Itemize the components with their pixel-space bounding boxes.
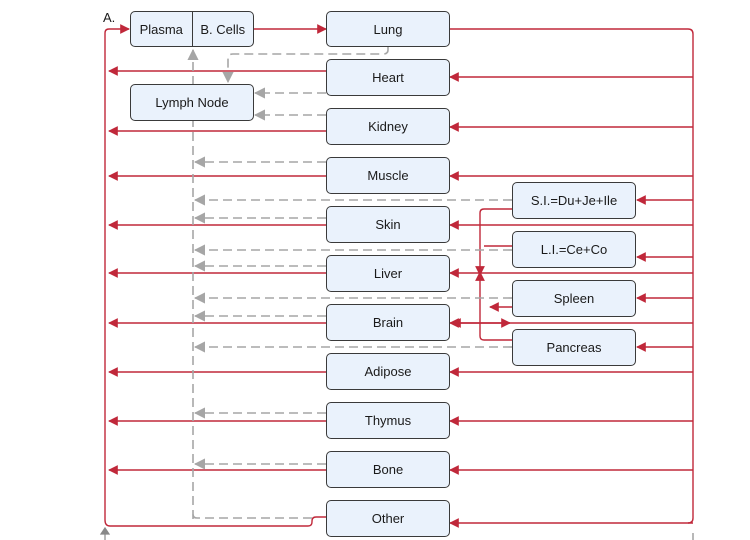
thymus-node: Thymus xyxy=(326,402,450,439)
skin-node: Skin xyxy=(326,206,450,243)
other-node: Other xyxy=(326,500,450,537)
lymph-node: Lymph Node xyxy=(130,84,254,121)
arterial-trunk xyxy=(449,28,694,524)
adipose-node: Adipose xyxy=(326,353,450,390)
other-lymph-edge xyxy=(192,513,312,519)
venous-trunk xyxy=(104,24,130,520)
b-cells-label: B. Cells xyxy=(191,12,254,46)
lung-node: Lung xyxy=(326,11,450,47)
lung-lymph-edge xyxy=(222,47,389,84)
blood-flow-edges xyxy=(104,24,694,528)
heart-node: Heart xyxy=(326,59,450,96)
spleen-node: Spleen xyxy=(512,280,636,317)
large-intestine-node: L.I.=Ce+Co xyxy=(512,231,636,268)
plasma-label: Plasma xyxy=(139,21,183,37)
si-portal-edge xyxy=(475,208,512,276)
lymph-flow-edges xyxy=(187,47,512,519)
pancreas-node: Pancreas xyxy=(512,329,636,366)
bone-node: Bone xyxy=(326,451,450,488)
bottom-ticks xyxy=(99,526,694,540)
pancreas-portal-edge xyxy=(475,271,512,341)
plasma-bcells-node: Plasma B. Cells xyxy=(130,11,254,47)
liver-node: Liver xyxy=(326,255,450,292)
other-to-venous-edge xyxy=(104,516,326,527)
brain-node: Brain xyxy=(326,304,450,341)
kidney-node: Kidney xyxy=(326,108,450,145)
panel-label: A. xyxy=(103,10,116,25)
muscle-node: Muscle xyxy=(326,157,450,194)
small-intestine-node: S.I.=Du+Je+Ile xyxy=(512,182,636,219)
